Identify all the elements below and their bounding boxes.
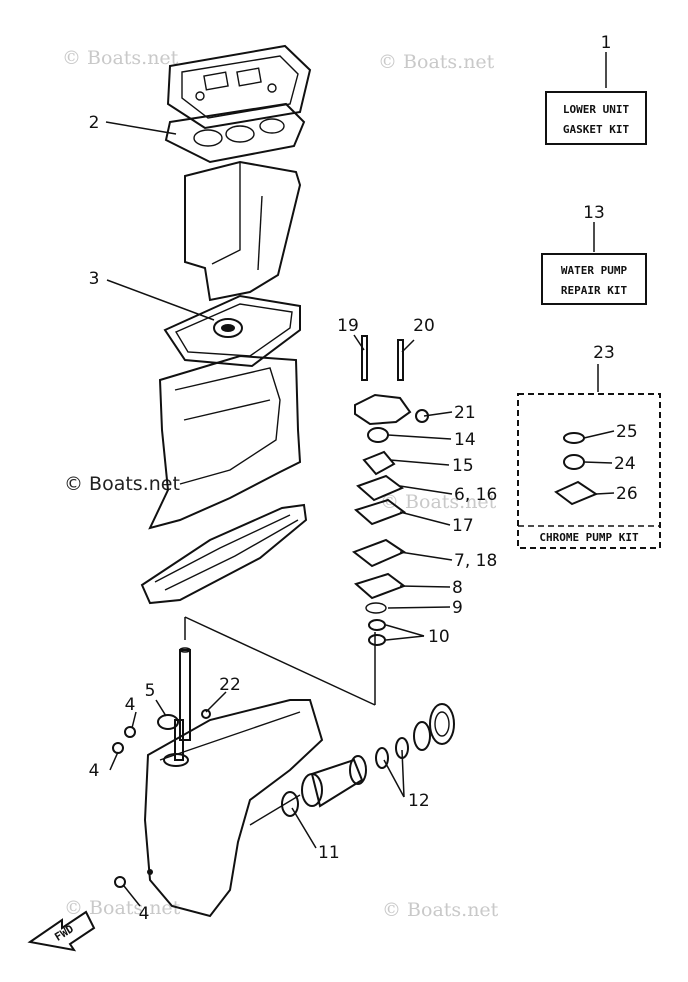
watermark-bottom-right: © Boats.net bbox=[382, 899, 499, 921]
drive-shaft bbox=[179, 647, 191, 741]
callout-1: 1 bbox=[601, 33, 612, 53]
callout-9: 9 bbox=[452, 598, 463, 618]
watermark-top-left: © Boats.net bbox=[62, 47, 179, 69]
watermark-bottom-left: © Boats.net bbox=[64, 897, 181, 919]
callout-8: 8 bbox=[452, 578, 463, 598]
callout-25: 25 bbox=[616, 422, 638, 442]
top-gasket bbox=[166, 44, 312, 130]
callout-23: 23 bbox=[593, 343, 615, 363]
lower-unit-kit-line2: GASKET KIT bbox=[563, 123, 630, 136]
callout-7-18: 7, 18 bbox=[454, 551, 497, 571]
callout-4-lower: 4 bbox=[139, 904, 150, 924]
water-pump-kit-line1: WATER PUMP bbox=[561, 264, 628, 277]
water-pump-repair-kit-box: WATER PUMP REPAIR KIT bbox=[541, 253, 647, 305]
callout-22: 22 bbox=[219, 675, 241, 695]
lower-unit-gasket-kit-box: LOWER UNIT GASKET KIT bbox=[545, 91, 647, 145]
callout-19: 19 bbox=[337, 316, 359, 336]
chrome-pump-parts bbox=[554, 432, 599, 506]
callout-4-upper: 4 bbox=[125, 695, 136, 715]
callout-15: 15 bbox=[452, 456, 474, 476]
drive-shaft-housing bbox=[148, 354, 302, 530]
callout-6-16: 6, 16 bbox=[454, 485, 497, 505]
lower-unit-kit-line1: LOWER UNIT bbox=[563, 103, 630, 116]
callout-26: 26 bbox=[616, 484, 638, 504]
small-parts bbox=[112, 709, 211, 888]
chrome-pump-kit-box: CHROME PUMP KIT bbox=[517, 393, 661, 549]
callout-4-middle: 4 bbox=[89, 761, 100, 781]
callout-3: 3 bbox=[89, 269, 100, 289]
gasket-2 bbox=[164, 102, 306, 164]
prop-shaft-assembly bbox=[249, 703, 455, 826]
upper-casing bbox=[184, 160, 302, 302]
callout-17: 17 bbox=[452, 516, 474, 536]
callout-14: 14 bbox=[454, 430, 476, 450]
callout-21: 21 bbox=[454, 403, 476, 423]
water-pump-kit-line2: REPAIR KIT bbox=[561, 284, 628, 297]
watermark-middle-right: © Boats.net bbox=[380, 491, 497, 513]
callout-11: 11 bbox=[318, 843, 340, 863]
callout-labels: 1 2 3 13 23 19 20 21 14 15 6, 16 17 7, 1… bbox=[89, 33, 638, 924]
watermark-top-right: © Boats.net bbox=[378, 51, 495, 73]
watermarks: © Boats.net © Boats.net © Boats.net © Bo… bbox=[62, 47, 499, 921]
callout-5: 5 bbox=[145, 681, 156, 701]
chrome-pump-kit-label: CHROME PUMP KIT bbox=[539, 531, 639, 544]
watermark-middle-left: © Boats.net bbox=[64, 473, 180, 495]
callout-13: 13 bbox=[583, 203, 605, 223]
seal-frame bbox=[163, 294, 301, 368]
callout-24: 24 bbox=[614, 454, 636, 474]
callout-10: 10 bbox=[428, 627, 450, 647]
gearcase bbox=[143, 699, 324, 918]
cavitation-plate bbox=[140, 503, 308, 605]
callout-12: 12 bbox=[408, 791, 430, 811]
callout-2: 2 bbox=[89, 113, 100, 133]
callout-20: 20 bbox=[413, 316, 435, 336]
leader-lines bbox=[105, 52, 615, 907]
assembly-guide-lines bbox=[184, 616, 376, 706]
